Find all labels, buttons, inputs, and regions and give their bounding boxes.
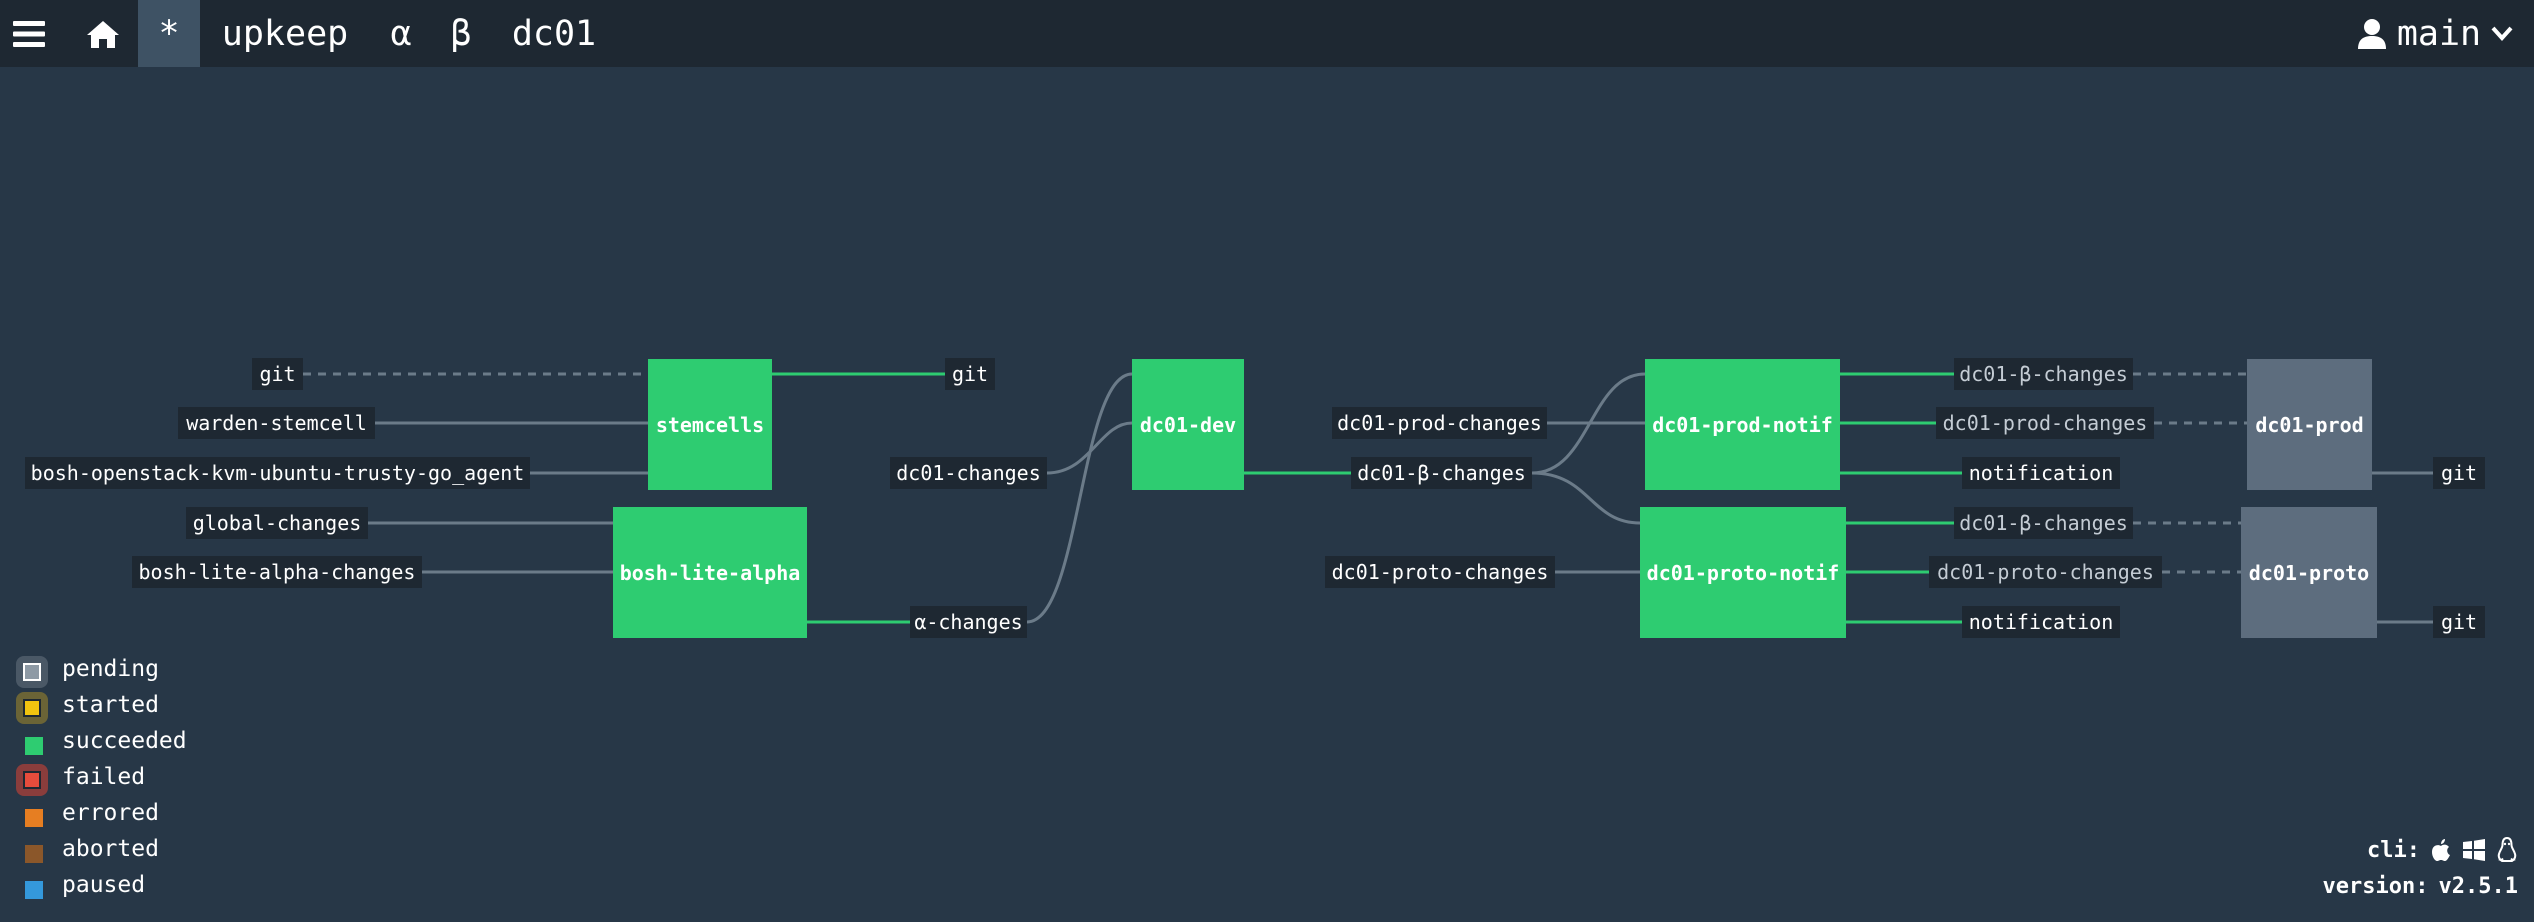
job-dc01-proto-notif[interactable]: dc01-proto-notif: [1640, 507, 1846, 638]
resource-bosh-openstack-stemcell[interactable]: bosh-openstack-kvm-ubuntu-trusty-go_agen…: [25, 457, 530, 489]
legend-swatch-succeeded: [25, 737, 43, 755]
legend-swatch-started-inner: [23, 699, 41, 717]
legend-swatch-paused: [25, 881, 43, 899]
resource-proto-git[interactable]: git: [2433, 606, 2485, 638]
resource-dc01-prod-changes[interactable]: dc01-prod-changes: [1332, 407, 1547, 439]
resource-git-input[interactable]: git: [252, 358, 303, 390]
resource-prod-git[interactable]: git: [2433, 457, 2485, 489]
legend-swatch-errored: [25, 809, 43, 827]
version-value: v2.5.1: [2438, 873, 2518, 899]
edge-beta-to-prod-notif: [1531, 372, 1646, 475]
job-dc01-prod-notif[interactable]: dc01-prod-notif: [1645, 359, 1840, 490]
legend-swatch-aborted: [25, 845, 43, 863]
apple-icon[interactable]: [2430, 838, 2452, 862]
pipeline-tab-all[interactable]: *: [138, 0, 200, 67]
resource-proto-notification[interactable]: notification: [1962, 606, 2120, 638]
hamburger-menu-button[interactable]: [0, 0, 58, 67]
resource-global-changes[interactable]: global-changes: [186, 507, 368, 539]
windows-icon[interactable]: [2462, 838, 2486, 862]
group-tab-dc01[interactable]: dc01: [511, 13, 597, 54]
resource-dc01-proto-changes[interactable]: dc01-proto-changes: [1325, 556, 1555, 588]
chevron-down-icon: [2491, 26, 2513, 41]
job-dc01-prod[interactable]: dc01-prod: [2247, 359, 2372, 490]
edge-dc01-changes-to-dev: [1046, 421, 1133, 475]
resource-bosh-lite-alpha-changes[interactable]: bosh-lite-alpha-changes: [132, 556, 422, 588]
user-icon: [2357, 18, 2386, 49]
legend-swatch-pending-inner: [23, 663, 41, 681]
user-menu[interactable]: main: [2340, 0, 2530, 67]
resource-dc01-beta-changes[interactable]: dc01-β-changes: [1351, 457, 1532, 489]
group-tab-beta[interactable]: β: [450, 13, 472, 54]
resource-prod-notification[interactable]: notification: [1962, 457, 2120, 489]
home-icon: [87, 20, 119, 48]
resource-git-output[interactable]: git: [945, 358, 995, 390]
resource-proto-beta-changes-output[interactable]: dc01-β-changes: [1954, 507, 2133, 539]
hamburger-icon: [13, 20, 45, 47]
version-info: version: v2.5.1: [2323, 868, 2518, 904]
edge-beta-to-proto-notif: [1531, 471, 1641, 525]
legend-label-aborted: aborted: [62, 836, 159, 862]
resource-proto-changes-output[interactable]: dc01-proto-changes: [1929, 556, 2162, 588]
linux-icon[interactable]: [2496, 837, 2518, 863]
user-name: main: [2396, 13, 2482, 54]
legend-label-paused: paused: [62, 872, 146, 898]
resource-prod-beta-changes-output[interactable]: dc01-β-changes: [1954, 358, 2133, 390]
job-dc01-proto[interactable]: dc01-proto: [2241, 507, 2377, 638]
footer-info: cli: version: v2.5.1: [2323, 832, 2518, 904]
edge-alpha-changes-to-dev: [1026, 372, 1133, 624]
resource-dc01-changes[interactable]: dc01-changes: [890, 457, 1047, 489]
group-tab-alpha[interactable]: α: [390, 13, 412, 54]
job-dc01-dev[interactable]: dc01-dev: [1132, 359, 1244, 490]
resource-warden-stemcell[interactable]: warden-stemcell: [178, 407, 375, 439]
home-button[interactable]: [80, 0, 126, 67]
cli-downloads: cli:: [2323, 832, 2518, 868]
top-bar: * upkeep α β dc01 main: [0, 0, 2534, 67]
legend-swatch-failed-inner: [23, 771, 41, 789]
resource-prod-changes-output[interactable]: dc01-prod-changes: [1936, 407, 2154, 439]
pipeline-name[interactable]: upkeep: [221, 13, 349, 54]
resource-alpha-changes[interactable]: α-changes: [910, 606, 1027, 638]
job-stemcells[interactable]: stemcells: [648, 359, 772, 490]
legend-label-failed: failed: [62, 764, 146, 790]
job-bosh-lite-alpha[interactable]: bosh-lite-alpha: [613, 507, 807, 638]
version-label: version:: [2322, 873, 2429, 899]
legend-label-pending: pending: [62, 656, 159, 682]
legend-label-errored: errored: [62, 800, 159, 826]
cli-label: cli:: [2367, 837, 2420, 863]
legend-label-started: started: [62, 692, 159, 718]
legend-label-succeeded: succeeded: [62, 728, 187, 754]
